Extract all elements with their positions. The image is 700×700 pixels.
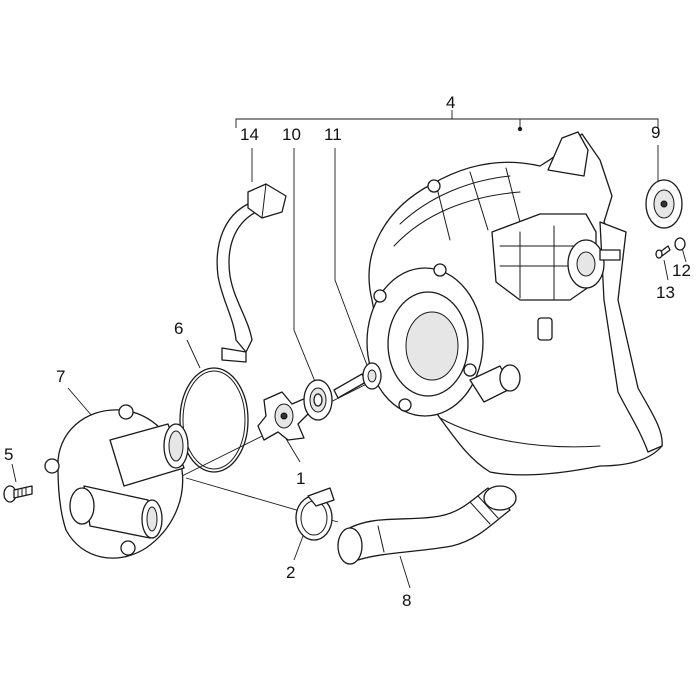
leader-8 [399,555,411,589]
cover-lug-bottom [120,540,136,556]
housing-rib-4 [469,171,489,231]
callout-9: 9 [651,123,660,142]
callout-6: 6 [174,319,183,338]
impeller [257,391,309,441]
bore-boss-1 [373,289,387,303]
housing-rib-2 [393,191,521,247]
housing-top-lug [427,179,441,193]
bore-boss-4 [398,398,412,412]
callout-10: 10 [282,125,301,144]
actuator-cylinder-core [576,251,596,277]
thermostat-cap [645,179,683,229]
screw-13-head [655,249,663,259]
callout-2: 2 [286,563,295,582]
cover-lug-top [118,404,134,420]
coolant-hose-body [345,487,511,561]
housing-lower-outlet-mouth [499,364,521,392]
leader-10 [293,148,317,385]
coolant-hose-end-right [483,485,517,511]
screw-shank [13,485,33,499]
cover-lug-left [44,458,60,474]
housing-top-tab [547,131,589,177]
actuator-connector [599,249,621,261]
o-ring-inner [182,370,246,470]
clamp-tab [307,487,335,507]
leader-12 [681,247,687,263]
shaft-seal-core [367,369,377,383]
housing-rib-5 [505,167,521,223]
coolant-hose-rib-1 [469,501,491,525]
breather-fitting-edge [261,183,267,219]
callout-11: 11 [324,125,342,144]
callout-1: 1 [296,469,305,488]
callout-4: 4 [446,93,455,112]
leader-4-dot-mark [517,126,523,132]
callout-7: 7 [56,367,65,386]
leader-11 [334,148,369,369]
leader-7 [67,387,93,417]
screw-thread [17,486,27,498]
housing-rib-1 [399,175,511,225]
callout-5: 5 [4,445,13,464]
impeller-center [280,412,288,420]
breather-hose-end [221,347,247,363]
housing-lower-stub [537,317,553,341]
coolant-hose-end-left [337,527,363,565]
leader-13 [663,259,669,281]
breather-hose-body [216,203,257,353]
housing-bore-core [405,311,459,381]
bore-boss-2 [433,263,447,277]
callout-13: 13 [656,283,675,302]
housing-rib-3 [435,183,451,241]
callout-14: 14 [240,125,259,144]
callout-8: 8 [402,591,411,610]
cover-upper-spout-bore [168,430,184,462]
leader-4-bracket [235,118,659,128]
leader-5 [11,463,17,483]
callout-labels: 4 14 10 11 9 6 7 1 5 2 8 12 13 [4,93,691,610]
hose-clamp [295,487,335,541]
housing-right-flange [599,221,663,453]
cover-lower-spout-bore [146,506,158,532]
coolant-hose-rib-3 [377,525,385,553]
crankcase-housing [366,131,663,476]
coolant-hose-rib-2 [477,495,499,519]
water-pump-cover [44,404,189,559]
callout-12: 12 [672,261,691,280]
o-ring-outer [179,367,249,473]
small-screw-and-washer [655,237,686,259]
leader-6 [186,339,201,369]
washer-12 [674,237,686,251]
pump-bearing [303,379,333,421]
pump-shaft [333,362,382,399]
shaft-body [333,373,367,399]
breather-hose [216,183,287,363]
coolant-hose [337,485,517,565]
housing-bottom-rib [439,417,601,448]
bore-boss-3 [463,363,477,377]
cover-screw [3,485,33,503]
cap-center [660,200,668,208]
cover-center-boss [69,487,95,525]
bearing-bore [313,393,323,407]
